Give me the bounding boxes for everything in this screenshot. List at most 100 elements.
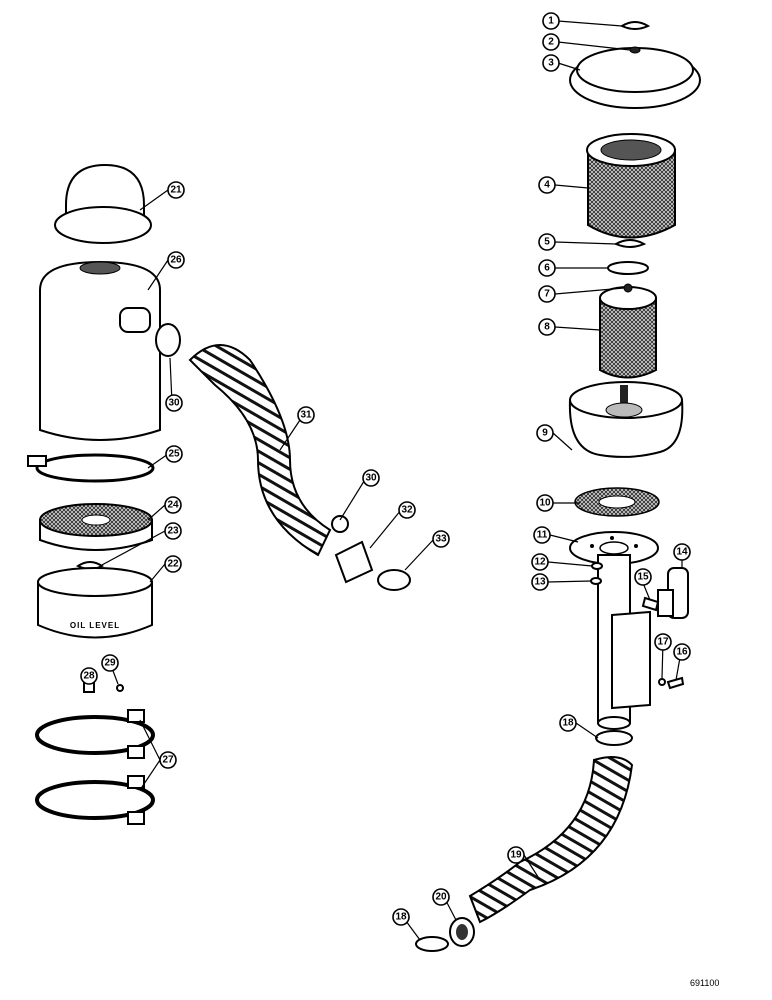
svg-text:6: 6	[544, 263, 550, 274]
svg-text:5: 5	[544, 237, 550, 248]
svg-text:10: 10	[539, 498, 551, 509]
svg-text:18: 18	[562, 718, 574, 729]
svg-text:3: 3	[548, 58, 554, 69]
hose-part	[188, 344, 332, 557]
band-part	[27, 453, 155, 483]
svg-text:30: 30	[365, 473, 377, 484]
callout-4: 4	[538, 176, 556, 194]
callout-18b: 18	[392, 908, 410, 926]
fitting-part	[657, 567, 689, 619]
screen-part	[39, 503, 153, 551]
mounting-band-part	[35, 775, 155, 825]
callout-1: 1	[542, 12, 560, 30]
svg-text:14: 14	[676, 547, 688, 558]
callout-29: 29	[101, 654, 119, 672]
clamp-part	[415, 936, 449, 952]
svg-text:33: 33	[435, 534, 447, 545]
callout-6: 6	[538, 259, 556, 277]
figure-number: 691100	[690, 978, 720, 988]
callout-13: 13	[531, 573, 549, 591]
callout-3: 3	[542, 54, 560, 72]
callout-11: 11	[533, 526, 551, 544]
callout-23: 23	[164, 522, 182, 540]
oil-level-label: OIL LEVEL	[70, 621, 120, 630]
svg-text:30: 30	[168, 398, 180, 409]
callout-21: 21	[167, 181, 185, 199]
callout-8: 8	[538, 318, 556, 336]
callout-18: 18	[559, 714, 577, 732]
callout-24: 24	[164, 496, 182, 514]
svg-text:31: 31	[300, 410, 312, 421]
svg-text:12: 12	[534, 557, 546, 568]
gasket-part	[574, 487, 660, 517]
svg-text:23: 23	[167, 526, 179, 537]
svg-text:11: 11	[537, 530, 548, 541]
callout-16: 16	[673, 643, 691, 661]
svg-text:18: 18	[395, 912, 407, 923]
callout-9: 9	[536, 424, 554, 442]
clamp-part	[155, 323, 181, 357]
cap-part	[54, 163, 152, 244]
callout-2: 2	[542, 33, 560, 51]
mounting-band-part	[35, 709, 155, 759]
lockwasher-part	[116, 684, 124, 692]
cover-part	[569, 46, 701, 109]
callout-12: 12	[531, 553, 549, 571]
svg-text:15: 15	[637, 572, 649, 583]
coupling-part	[334, 540, 374, 584]
svg-text:13: 13	[534, 577, 546, 588]
svg-text:17: 17	[657, 637, 669, 648]
outer-filter-element-part	[586, 133, 676, 239]
washer-part	[590, 577, 602, 585]
callout-28: 28	[80, 667, 98, 685]
body-part	[39, 260, 161, 441]
svg-text:25: 25	[168, 449, 180, 460]
callout-25: 25	[165, 445, 183, 463]
callout-10: 10	[536, 494, 554, 512]
svg-text:8: 8	[544, 322, 550, 333]
svg-text:2: 2	[548, 37, 554, 48]
callout-22: 22	[164, 555, 182, 573]
callout-19: 19	[507, 846, 525, 864]
svg-text:1: 1	[548, 16, 554, 27]
svg-text:22: 22	[167, 559, 179, 570]
callout-7: 7	[538, 285, 556, 303]
svg-text:20: 20	[435, 892, 447, 903]
callout-33: 33	[432, 530, 450, 548]
callout-30: 30	[165, 394, 183, 412]
svg-text:21: 21	[170, 185, 182, 196]
wing-nut-part	[613, 239, 647, 248]
svg-text:4: 4	[544, 180, 550, 191]
inner-filter-element-part	[599, 283, 657, 379]
gasket-part	[607, 261, 649, 275]
svg-text:26: 26	[170, 255, 182, 266]
callout-32: 32	[398, 501, 416, 519]
oil-cup-part: OIL LEVEL	[37, 567, 153, 639]
callout-27: 27	[159, 751, 177, 769]
fitting-bolt-part	[641, 596, 660, 612]
svg-text:27: 27	[162, 755, 174, 766]
clamp-part	[595, 730, 633, 746]
nut-part	[591, 562, 603, 570]
coupling-part	[449, 917, 475, 947]
svg-text:28: 28	[83, 671, 95, 682]
hose-part	[468, 755, 634, 924]
oil-cup-part	[568, 381, 684, 458]
callout-15: 15	[634, 568, 652, 586]
bolt-part	[666, 676, 685, 690]
flange-tube-part	[569, 531, 659, 730]
svg-text:19: 19	[510, 850, 522, 861]
svg-text:29: 29	[104, 658, 116, 669]
callout-14: 14	[673, 543, 691, 561]
clamp-part	[331, 515, 349, 533]
callout-26: 26	[167, 251, 185, 269]
svg-text:7: 7	[544, 289, 550, 300]
leader-lines	[88, 20, 683, 941]
callout-20: 20	[432, 888, 450, 906]
callout-31: 31	[297, 406, 315, 424]
svg-text:32: 32	[401, 505, 413, 516]
svg-text:16: 16	[676, 647, 688, 658]
svg-text:24: 24	[167, 500, 179, 511]
callout-5: 5	[538, 233, 556, 251]
